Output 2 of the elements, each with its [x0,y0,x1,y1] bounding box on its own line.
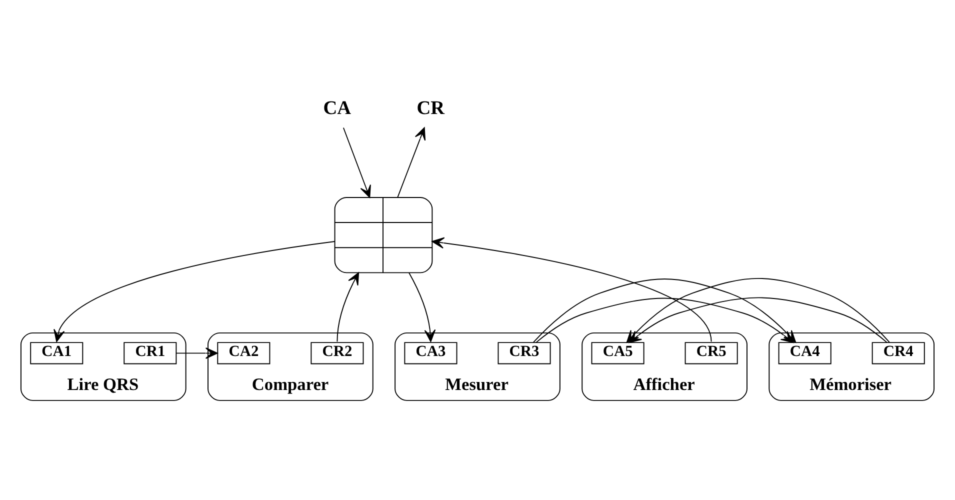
node-text: CR [416,98,445,119]
node-text: CA [323,98,352,119]
